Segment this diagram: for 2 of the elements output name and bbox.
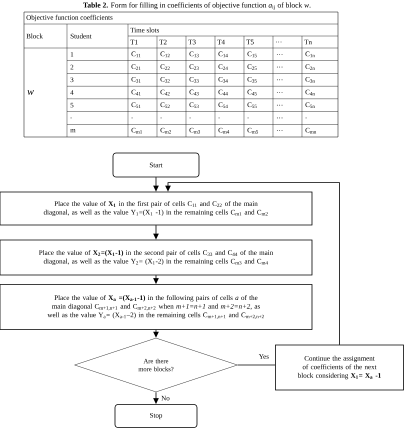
arrow: [165, 182, 340, 345]
table-cell: w: [27, 90, 34, 95]
